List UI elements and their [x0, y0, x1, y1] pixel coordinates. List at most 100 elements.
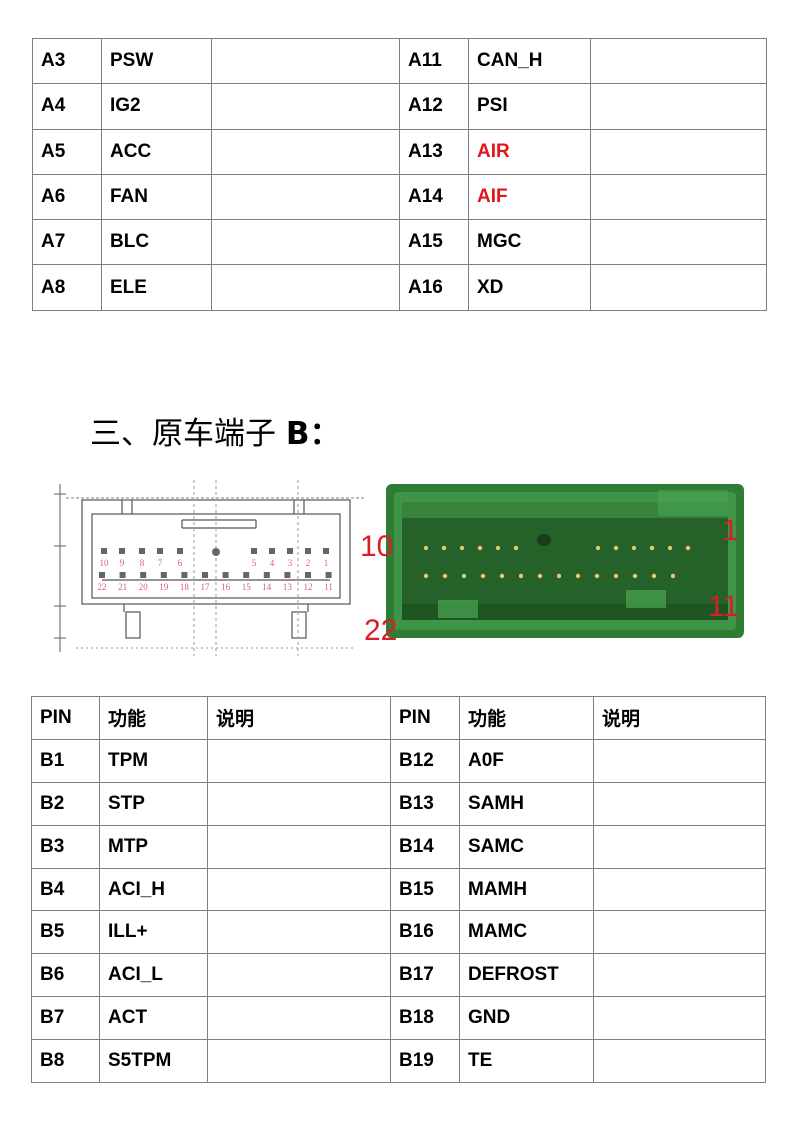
note-cell — [211, 264, 400, 311]
drawing-pin-number: 22 — [98, 582, 107, 592]
photo-pin — [499, 573, 505, 579]
note-cell — [593, 910, 766, 955]
note-cell — [590, 37, 767, 85]
photo-pin — [575, 573, 581, 579]
table-row: B3 MTP B14 SAMC — [31, 824, 766, 869]
pin-cell: A3 — [32, 37, 102, 85]
photo-pin — [651, 573, 657, 579]
note-cell — [207, 953, 391, 998]
drawing-pin-number: 6 — [178, 558, 183, 568]
section-heading-text: 三、原车端子 — [90, 416, 276, 452]
drawing-pin-number: 9 — [120, 558, 125, 568]
drawing-pin — [157, 548, 163, 554]
note-cell — [211, 83, 400, 130]
photo-pin — [442, 573, 448, 579]
note-cell — [207, 781, 391, 826]
function-cell: XD — [468, 264, 591, 311]
function-cell: GND — [459, 996, 594, 1041]
drawing-pin-number: 11 — [324, 582, 333, 592]
drawing-pin — [160, 572, 167, 578]
pin-cell: B13 — [390, 781, 460, 826]
header-note: 说明 — [207, 696, 391, 740]
pin-table-b: PIN 功能 说明 PIN 功能 说明 B1 TPM B12 A0F B2 ST… — [31, 696, 766, 1084]
pin-cell: B1 — [31, 738, 100, 783]
note-cell — [590, 128, 767, 175]
drawing-pin-number: 7 — [158, 558, 163, 568]
pin-cell: A7 — [32, 219, 102, 266]
drawing-pin — [139, 548, 145, 554]
table-header-row: PIN 功能 说明 PIN 功能 说明 — [31, 696, 766, 740]
function-cell: MAMH — [459, 867, 594, 912]
pin-cell: A16 — [399, 264, 469, 311]
drawing-pin — [269, 548, 275, 554]
drawing-pin-grid — [99, 548, 332, 578]
photo-pin — [537, 573, 543, 579]
table-row: B8 S5TPM B19 TE — [31, 1039, 766, 1084]
drawing-pin-number: 21 — [118, 582, 127, 592]
function-cell: IG2 — [101, 83, 212, 130]
note-cell — [593, 996, 766, 1041]
photo-pin — [423, 545, 429, 551]
function-cell: ACI_L — [99, 953, 208, 998]
drawing-pin — [119, 572, 126, 578]
function-cell: S5TPM — [99, 1039, 208, 1084]
pin-cell: B15 — [390, 867, 460, 912]
drawing-pin-number: 20 — [139, 582, 149, 592]
drawing-pin-number: 12 — [304, 582, 313, 592]
header-function: 功能 — [99, 696, 208, 740]
drawing-pin — [181, 572, 188, 578]
pin-cell: A14 — [399, 173, 469, 221]
photo-pin — [649, 545, 655, 551]
photo-label-pin-1: 1 — [722, 514, 739, 547]
drawing-pin — [99, 572, 105, 578]
photo-pin — [556, 573, 562, 579]
table-row: A7 BLC A15 MGC — [32, 219, 767, 266]
function-cell: MAMC — [459, 910, 594, 955]
header-pin: PIN — [390, 696, 460, 740]
note-cell — [590, 264, 767, 311]
function-cell: ACC — [101, 128, 212, 175]
photo-pin — [461, 573, 467, 579]
note-cell — [593, 738, 766, 783]
pin-cell: B14 — [390, 824, 460, 869]
drawing-pin — [263, 572, 270, 578]
function-cell: PSI — [468, 83, 591, 130]
function-cell: ACT — [99, 996, 208, 1041]
note-cell — [207, 910, 391, 955]
function-cell: MTP — [99, 824, 208, 869]
drawing-pin — [140, 572, 147, 578]
drawing-pin-number: 15 — [242, 582, 252, 592]
drawing-pin-number: 2 — [306, 558, 311, 568]
pin-cell: B3 — [31, 824, 100, 869]
function-cell: SAMH — [459, 781, 594, 826]
note-cell — [211, 37, 400, 85]
pin-cell: B8 — [31, 1039, 100, 1084]
pin-table-a: A3 PSW A11 CAN_H A4 IG2 A12 PSI A5 ACC A… — [32, 37, 767, 311]
note-cell — [590, 173, 767, 221]
note-cell — [593, 953, 766, 998]
header-pin: PIN — [31, 696, 100, 740]
drawing-pin — [325, 572, 332, 578]
function-cell: ACI_H — [99, 867, 208, 912]
section-heading-colon: ： — [309, 416, 341, 452]
pin-cell: A15 — [399, 219, 469, 266]
photo-pin — [631, 545, 637, 551]
drawing-pin — [287, 548, 293, 554]
pin-cell: B7 — [31, 996, 100, 1041]
function-cell-highlighted: AIF — [468, 173, 591, 221]
photo-pin — [594, 573, 600, 579]
note-cell — [211, 128, 400, 175]
function-cell: BLC — [101, 219, 212, 266]
table-row: B7 ACT B18 GND — [31, 996, 766, 1041]
pin-cell: B19 — [390, 1039, 460, 1084]
pin-cell: B2 — [31, 781, 100, 826]
function-cell: MGC — [468, 219, 591, 266]
pin-cell: A11 — [399, 37, 469, 85]
photo-pin — [632, 573, 638, 579]
note-cell — [593, 781, 766, 826]
section-heading-letter: B — [285, 416, 310, 452]
photo-pin — [670, 573, 676, 579]
drawing-pin — [119, 548, 125, 554]
